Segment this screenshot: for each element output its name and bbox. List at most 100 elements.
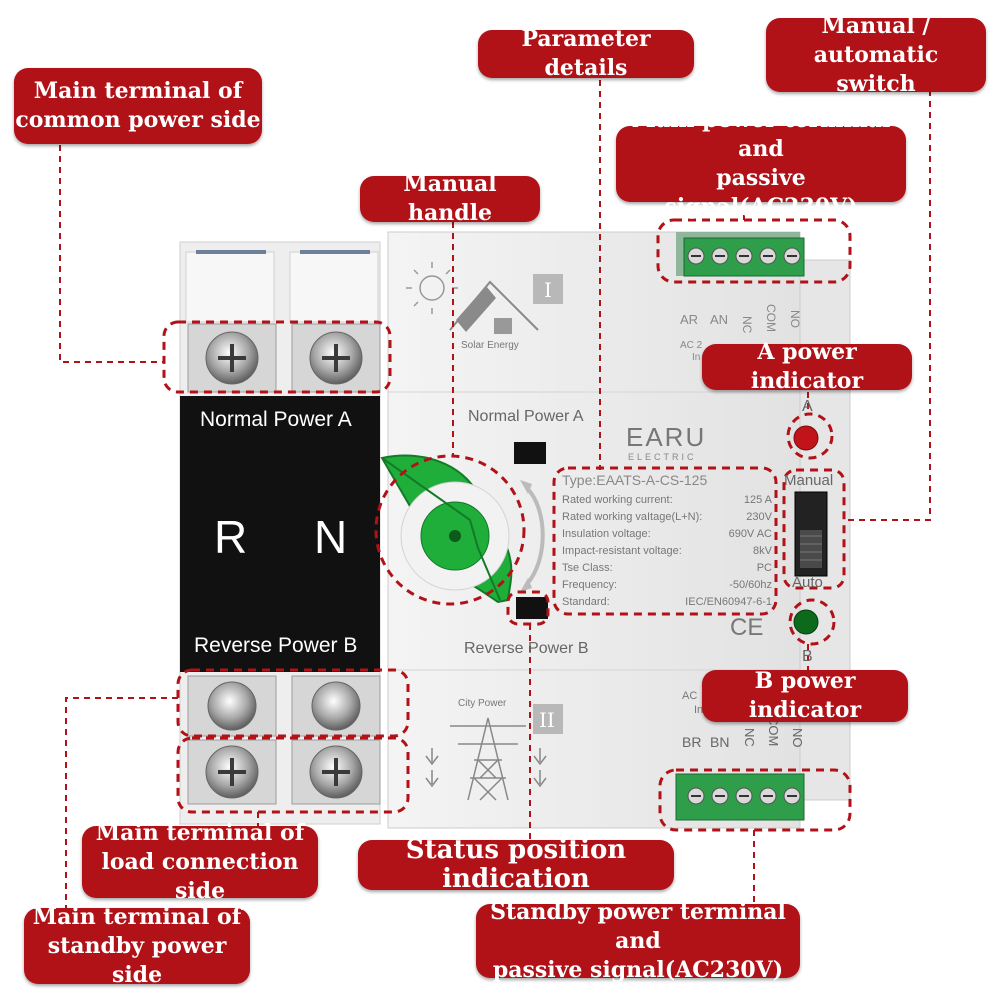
spec-label: Insulation voltage: xyxy=(562,528,651,540)
callout-manual-handle: Manual handle xyxy=(360,171,540,226)
spec-value: 230V xyxy=(746,511,772,523)
roman-one: I xyxy=(544,278,552,302)
ce-mark: CE xyxy=(730,614,764,641)
spec-value: 690V AC xyxy=(728,528,772,540)
callout-line: Manual handle xyxy=(403,171,497,226)
callout-line: Main terminal of xyxy=(95,819,305,846)
top-terminal-no: NO xyxy=(788,310,802,328)
callout-line: common power side xyxy=(15,107,261,133)
leader-lines xyxy=(59,80,931,910)
roman-two: II xyxy=(539,708,555,732)
indicator-a-label: A xyxy=(802,398,813,415)
bottom-terminal-screws xyxy=(187,675,381,805)
top-terminal-nc: NC xyxy=(740,316,754,334)
callout-line: Status position indication xyxy=(405,835,627,894)
spec-row: Rated working current: 125 A xyxy=(562,494,772,506)
spec-row: Frequency: -50/60hz xyxy=(562,579,772,591)
spec-value: 125 A xyxy=(743,494,772,506)
top-terminal-small2: In xyxy=(692,352,701,363)
spec-value: -50/60hz xyxy=(729,579,772,591)
manual-auto-switch[interactable] xyxy=(794,491,828,577)
box-parameters xyxy=(552,466,778,616)
callout-status-position: Status position indication xyxy=(358,836,674,894)
callout-line: Parameter details xyxy=(521,26,651,81)
bottom-green-terminal-block xyxy=(675,773,805,821)
spec-row: Tse Class:PC xyxy=(562,562,772,574)
brand-sub: ELECTRIC xyxy=(628,452,697,462)
indicator-b-led xyxy=(793,609,819,635)
callout-parameter-details: Parameter details xyxy=(478,26,694,81)
spec-label: Impact-resistant voltage: xyxy=(562,545,682,557)
device-terminal-r: R xyxy=(214,511,248,563)
box-switch xyxy=(782,468,846,590)
spec-row: Impact-resistant voltage: 8kV xyxy=(562,545,772,557)
box-status xyxy=(506,590,550,626)
box-main-terminal xyxy=(656,218,852,284)
spec-value: 8kV xyxy=(753,545,772,557)
top-terminal-com: COM xyxy=(764,304,778,332)
top-terminal-screws xyxy=(187,323,381,393)
bottom-terminal-bn: BN xyxy=(710,734,730,750)
spec-row: Insulation voltage: 690V AC xyxy=(562,528,772,540)
switch-auto-label: Auto xyxy=(792,574,823,591)
callout-line: Main power terminal and xyxy=(631,107,891,162)
status-window-bottom xyxy=(516,597,548,619)
city-power-tower-icon xyxy=(425,717,547,801)
callout-line: Manual / automatic xyxy=(813,12,939,68)
solar-energy-label: Solar Energy xyxy=(461,340,519,351)
black-body xyxy=(180,396,380,672)
indicator-a-led xyxy=(793,425,819,451)
callout-line: B power indicator xyxy=(748,668,862,723)
switch-manual-label: Manual xyxy=(784,472,834,489)
callout-line: standby power side xyxy=(47,932,227,988)
callout-line: Standby power terminal and xyxy=(490,898,786,954)
box-indicator-b xyxy=(788,598,836,646)
manual-handle[interactable] xyxy=(380,454,513,604)
spec-label: Rated working current: xyxy=(562,494,673,506)
top-green-terminal-block xyxy=(676,232,805,277)
spec-label: Frequency: xyxy=(562,579,618,591)
callout-line: load connection side xyxy=(101,848,299,904)
spec-label: Standard: xyxy=(562,596,610,608)
callout-a-indicator: A power indicator xyxy=(702,339,912,394)
roman-one-badge xyxy=(533,274,563,304)
handle-bottom-label: Reverse Power B xyxy=(464,640,589,657)
spec-row: Standard: IEC/EN60947-6-1 xyxy=(562,596,772,608)
bottom-terminal-com: COM xyxy=(766,716,781,747)
device-bottom-label: Reverse Power B xyxy=(194,634,358,657)
spec-type: Type:EAATS-A-CS-125 xyxy=(562,472,708,488)
rotation-arrow-icon xyxy=(525,486,545,586)
top-terminal-small: AC 2 xyxy=(680,340,703,351)
bottom-terminal-nc: NC xyxy=(742,728,757,747)
device-terminal-n: N xyxy=(314,511,348,563)
status-window-top xyxy=(514,442,546,464)
callout-line: Main terminal of xyxy=(32,903,242,930)
city-power-label: City Power xyxy=(458,698,507,709)
box-load-side xyxy=(176,668,410,738)
box-standby-side xyxy=(176,736,410,814)
handle-top-label: Normal Power A xyxy=(468,408,584,425)
spec-label: Tse Class: xyxy=(562,562,613,574)
box-common-side xyxy=(162,320,392,394)
device-top-label: Normal Power A xyxy=(200,408,352,431)
spec-value: IEC/EN60947-6-1 xyxy=(685,596,772,608)
bottom-terminal-no: NO xyxy=(790,728,805,748)
top-terminal-ar: AR xyxy=(680,312,699,327)
callout-line: Main terminal of xyxy=(33,78,243,104)
spec-label: Rated working vaItage(L+N): xyxy=(562,511,703,523)
bottom-terminal-small: AC xyxy=(682,690,698,702)
callout-b-indicator: B power indicator xyxy=(702,668,908,723)
brand-name: EARU xyxy=(626,422,707,452)
roman-two-badge xyxy=(533,704,563,734)
highlight-boxes xyxy=(162,218,852,832)
top-terminal-an: AN xyxy=(710,312,729,327)
box-handle xyxy=(374,454,526,606)
spec-row: Rated working vaItage(L+N): 230V xyxy=(562,511,772,523)
callout-common-side: Main terminal of common power side xyxy=(14,68,262,144)
callout-line: passive signal(AC230V) xyxy=(664,165,858,220)
